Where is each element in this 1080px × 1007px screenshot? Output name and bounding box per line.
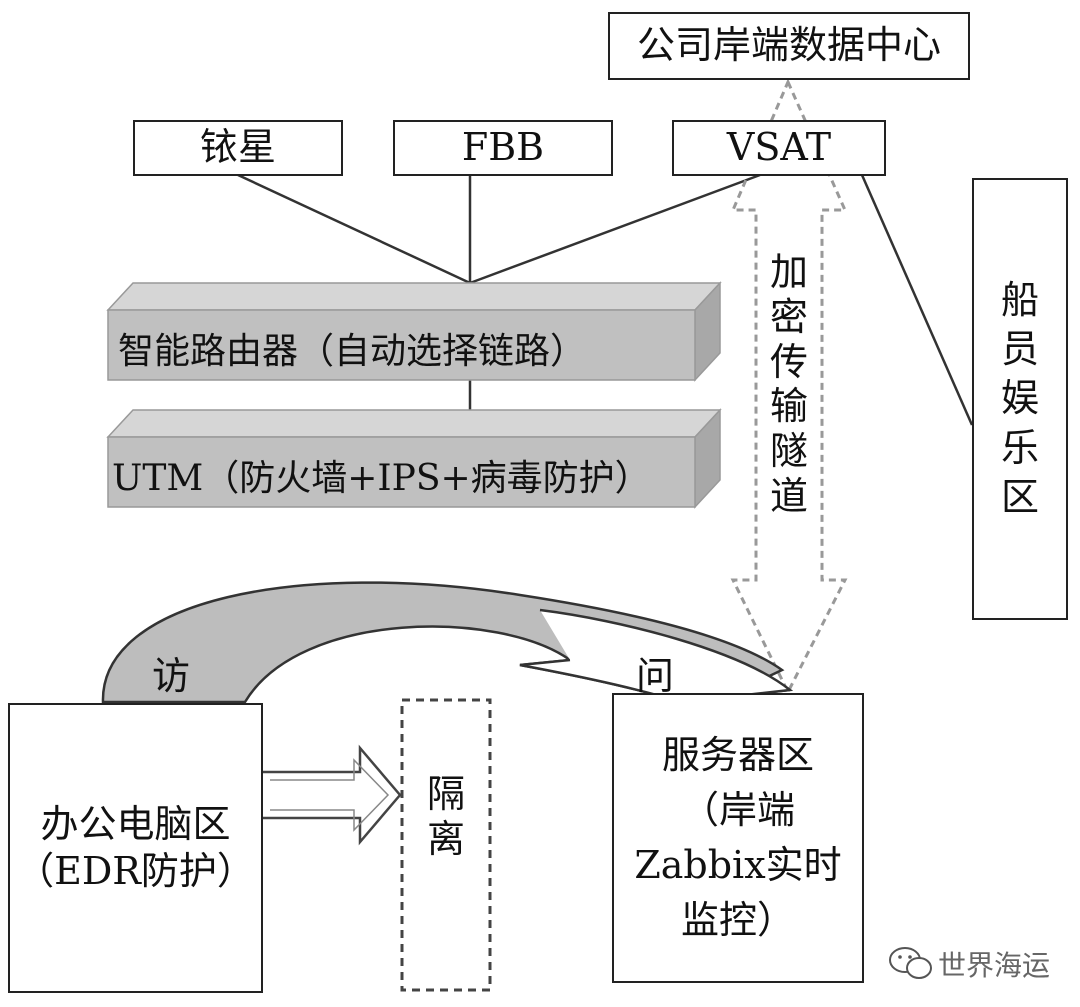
server-box: 服务器区 （岸端 Zabbix实时 监控） <box>612 693 864 983</box>
server-line2: （岸端 <box>680 787 795 832</box>
line-vsat-router <box>469 173 761 285</box>
line-iridium-router <box>237 173 471 285</box>
vsat-box: VSAT <box>672 120 886 176</box>
router-label: 智能路由器（自动选择链路） <box>118 331 587 372</box>
crew-zone-label: 船 员 娱 乐 区 <box>1000 277 1039 520</box>
office-box: 办公电脑区 （EDR防护） <box>8 703 263 993</box>
isolation-box <box>400 698 492 992</box>
office-sublabel: （EDR防护） <box>16 849 255 893</box>
utm-label: UTM（防火墙+IPS+病毒防护） <box>112 458 651 499</box>
server-line4: 监控） <box>680 898 795 943</box>
office-label: 办公电脑区 <box>40 801 231 846</box>
iridium-box: 铱星 <box>133 120 343 176</box>
line-vsat-crew <box>860 174 974 426</box>
fbb-label: FBB <box>461 125 545 170</box>
server-line3: Zabbix实时 <box>634 843 842 887</box>
server-label: 服务器区 <box>661 732 814 777</box>
access-label-right: 问 <box>636 654 675 698</box>
datacenter-label: 公司岸端数据中心 <box>636 23 941 68</box>
fbb-box: FBB <box>393 120 613 176</box>
crew-zone-box: 船 员 娱 乐 区 <box>972 178 1068 620</box>
utm-bar <box>106 408 722 509</box>
datacenter-box: 公司岸端数据中心 <box>608 12 970 80</box>
isolation-arrow <box>263 744 402 846</box>
isolation-label: 隔 离 <box>426 772 465 861</box>
vsat-label: VSAT <box>726 125 832 170</box>
watermark: 世界海运 <box>938 949 1051 982</box>
wechat-icon <box>889 947 932 979</box>
router-bar <box>106 281 722 382</box>
iridium-label: 铱星 <box>199 125 276 170</box>
access-label-left: 访 <box>152 654 191 698</box>
tunnel-label: 加 密 传 输 隧 道 <box>769 250 808 519</box>
